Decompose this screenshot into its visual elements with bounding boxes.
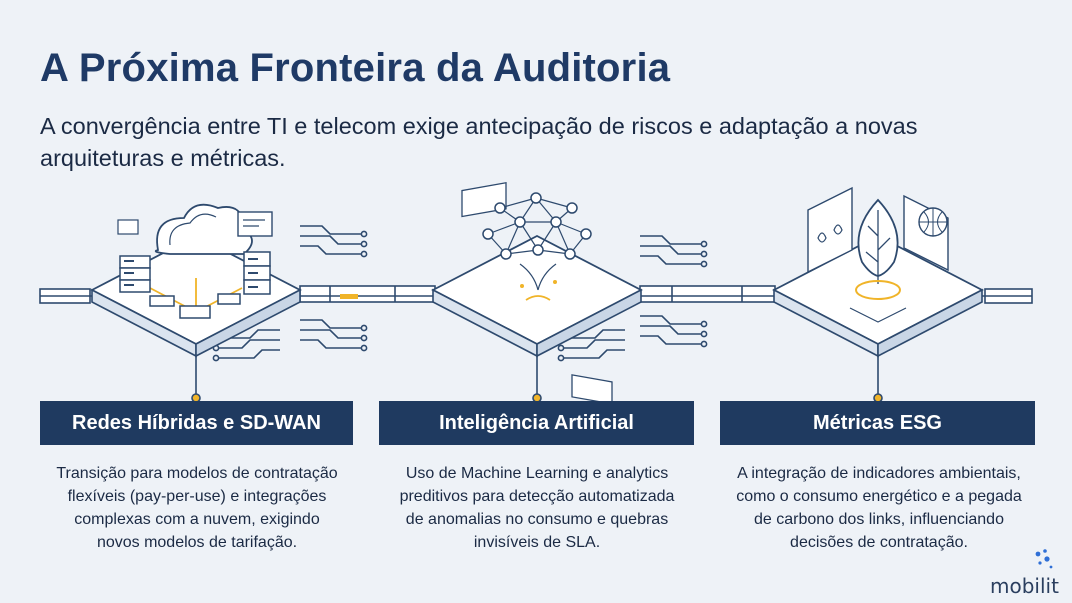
panel-description-ai: Uso de Machine Learning e analytics pred… — [399, 465, 675, 551]
panel-title-ai: Inteligência Artificial — [379, 401, 694, 445]
leaf-icon — [772, 186, 984, 358]
panel-description-hybrid-networks: Transição para modelos de contratação fl… — [56, 465, 338, 551]
drop-connectors — [191, 356, 883, 403]
cloud-servers-icon — [90, 203, 302, 358]
panel-title-esg: Métricas ESG — [720, 401, 1035, 445]
page-subtitle: A convergência entre TI e telecom exige … — [40, 113, 918, 171]
brand-logo: mobilit — [990, 574, 1059, 598]
page-title: A Próxima Fronteira da Auditoria — [40, 46, 671, 90]
panel-title-hybrid-networks: Redes Híbridas e SD-WAN — [40, 401, 353, 445]
logo-dots-icon — [1035, 549, 1053, 569]
panel-description-esg: A integração de indicadores ambientais, … — [736, 465, 1022, 551]
neural-brain-icon — [431, 182, 643, 405]
